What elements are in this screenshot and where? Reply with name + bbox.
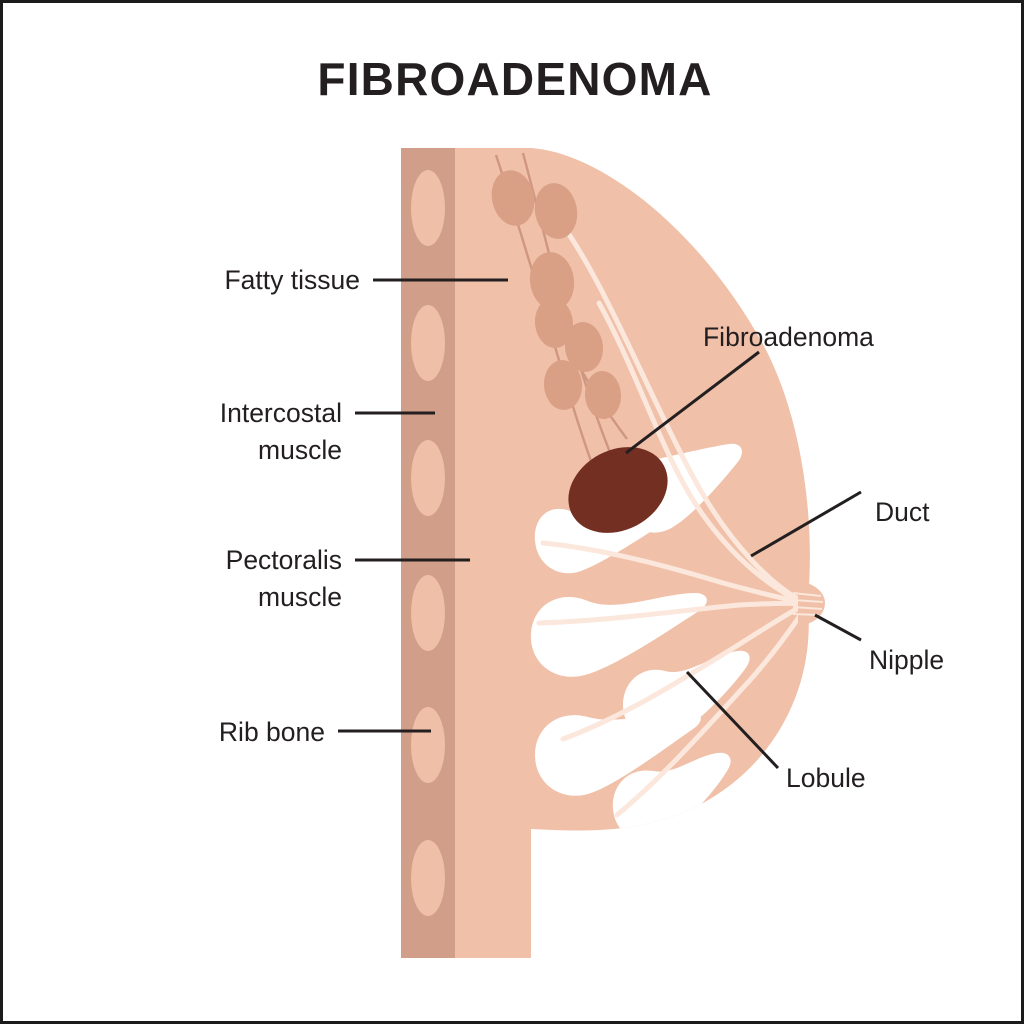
rib-bone-oval [411,305,445,381]
rib-bone-oval [411,707,445,783]
label-fatty-tissue: Fatty tissue [225,265,361,295]
label-pectoralis-muscle-line2: muscle [258,582,342,612]
label-pectoralis-muscle-line1: Pectoralis [226,545,342,575]
page-title: FIBROADENOMA [317,53,712,105]
rib-bone-oval [411,440,445,516]
rib-bone-oval [411,575,445,651]
label-intercostal-muscle-line2: muscle [258,435,342,465]
label-rib-bone: Rib bone [219,717,325,747]
rib-bone-oval [411,840,445,916]
leader-nipple [815,615,861,640]
label-lobule: Lobule [786,763,866,793]
fibroadenoma-illustration: FIBROADENOMA [3,3,1024,1027]
intercostal-muscle-band [401,148,455,958]
label-fibroadenoma: Fibroadenoma [703,322,874,352]
breast-tissue-group [455,148,825,958]
label-duct: Duct [875,497,930,527]
label-nipple: Nipple [869,645,944,675]
rib-bone-oval [411,170,445,246]
label-intercostal-muscle-line1: Intercostal [220,398,342,428]
